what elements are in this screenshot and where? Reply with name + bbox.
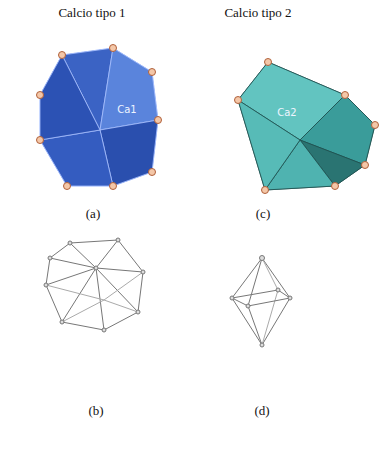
column-title: Calcio tipo 2: [224, 6, 291, 20]
ca1-polyhedron: [37, 45, 162, 190]
panel-letter: (d): [254, 404, 269, 418]
ca1-wireframe: [44, 238, 145, 332]
panel-letter: (a): [86, 207, 100, 221]
panel-letter: (b): [88, 404, 103, 418]
panel-letter: (c): [256, 207, 270, 221]
atom-label: Ca1: [117, 104, 136, 115]
ca2-wireframe: [230, 256, 292, 348]
atom-label: Ca2: [277, 107, 296, 118]
ca2-polyhedron: [235, 59, 379, 194]
column-title: Calcio tipo 1: [58, 6, 125, 20]
